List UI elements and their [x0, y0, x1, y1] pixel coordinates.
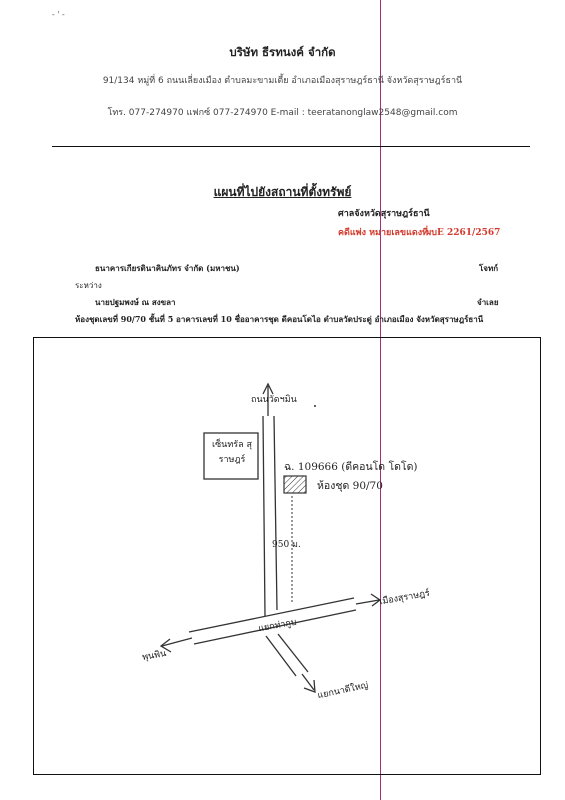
central-label: เซ็นทรัล สุราษฎร์ [212, 440, 252, 465]
between-label: ระหว่าง [75, 281, 102, 290]
plaintiff-name: ธนาคารเกียรตินาคินภัทร จำกัด (มหาชน) [95, 263, 240, 273]
defendant-name: นายปฐมพงษ์ ณ สงขลา [95, 297, 176, 307]
east-arrow-icon [355, 593, 382, 607]
company-contact: โทร. 077-274970 แฟกซ์ 077-274970 E-mail … [107, 108, 458, 118]
map-sketch: ถนนวัดฯมิน เซ็นทรัล สุราษฎร์ ฉ. 109666 (… [33, 337, 541, 775]
doc-title: แผนที่ไปยังสถานที่ตั้งทรัพย์ [213, 185, 352, 199]
case-number: ผบE 2261/2567 [426, 228, 501, 238]
company-name: บริษัท ธีรทนงค์ จำกัด [229, 45, 336, 59]
south-road [265, 633, 316, 693]
corner-marks: - ' - [52, 10, 65, 19]
company-address: 91/134 หมู่ที่ 6 ถนนเลี่ยงเมือง ตำบลมะขา… [102, 76, 463, 86]
defendant-role: จำเลย [477, 297, 499, 307]
distance-label: 950 ม. [272, 540, 301, 550]
north-road-label: ถนนวัดฯมิน [251, 395, 297, 405]
margin-line [380, 0, 381, 800]
unit-label: ห้องชุด 90/70 [317, 480, 383, 492]
case-label: คดีแพ่ง หมายเลขแดงที่ [338, 228, 429, 238]
west-arrow-icon [159, 637, 193, 653]
court-name: ศาลจังหวัดสุราษฎร์ธานี [338, 209, 430, 219]
central-building [203, 432, 259, 480]
north-road [262, 415, 278, 617]
map-drawing [159, 382, 382, 693]
property-block [283, 475, 307, 494]
main-road [188, 597, 357, 645]
plaintiff-role: โจทก์ [479, 263, 499, 273]
title-deed-label: ฉ. 109666 (ดีคอนโด โดโด) [284, 461, 418, 473]
north-arrow-icon [262, 382, 274, 416]
header-divider [52, 146, 530, 147]
property-description: ห้องชุดเลขที่ 90/70 ชั้นที่ 5 อาคารเลขที… [75, 314, 484, 324]
